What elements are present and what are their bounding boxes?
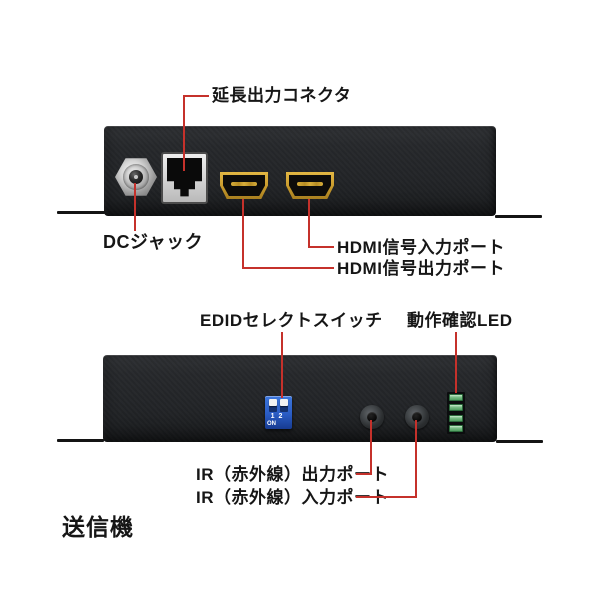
status-led-1 <box>449 394 463 401</box>
extension-leader-horizontal <box>183 95 209 97</box>
hdmi-input-label: HDMI信号入力ポート <box>337 238 505 257</box>
dip-number-2: 2 <box>278 413 287 420</box>
hdmi-output-port <box>220 172 268 199</box>
dc-jack-pin <box>134 175 138 179</box>
status-led-leader-vertical <box>455 332 457 393</box>
hdmi-input-port <box>286 172 334 199</box>
edid-switch-leader-vertical <box>281 332 283 398</box>
dc-jack-leader-vertical <box>134 183 136 231</box>
extension-leader-vertical <box>183 95 185 171</box>
ir-input-jack <box>405 405 429 429</box>
status-led-2 <box>449 404 463 412</box>
hdmi-input-tongue <box>297 182 323 186</box>
ir-output-leader-horizontal <box>356 473 372 475</box>
dip-number-1: 1 <box>270 413 279 420</box>
dip-slot-1 <box>269 399 277 412</box>
rear-right-mount-flange <box>496 440 543 443</box>
ir-output-jack-hole <box>367 412 377 422</box>
dip-on-marking: ON <box>267 421 276 427</box>
status-led-block <box>447 392 465 434</box>
hdmi-output-leader-horizontal <box>242 267 334 269</box>
dc-jack-ring <box>123 164 149 190</box>
ir-input-jack-hole <box>412 412 422 422</box>
hdmi-output-label: HDMI信号出力ポート <box>337 259 505 278</box>
ir-output-jack <box>360 405 384 429</box>
status-led-3 <box>449 414 463 422</box>
status-led-4 <box>449 424 463 432</box>
ir-input-leader-vertical <box>415 420 417 498</box>
extension-connector-label: 延長出力コネクタ <box>212 86 352 105</box>
front-panel <box>104 126 496 216</box>
dc-jack-port <box>115 158 157 196</box>
rear-panel: 12 ON <box>103 355 497 442</box>
status-led-label: 動作確認LED <box>407 311 513 330</box>
hdmi-input-leader-horizontal <box>308 246 334 248</box>
hdmi-output-leader-vertical <box>242 199 244 269</box>
ir-output-label: IR（赤外線）出力ポート <box>196 465 389 484</box>
front-left-mount-flange <box>57 211 105 214</box>
dip-slot-2 <box>280 399 288 412</box>
dc-jack-label: DCジャック <box>103 232 204 252</box>
dip-knob-1 <box>269 399 277 406</box>
hdmi-output-tongue <box>231 182 257 186</box>
edid-dip-switch: 12 ON <box>265 396 292 429</box>
ir-output-leader-vertical <box>370 420 372 475</box>
front-right-mount-flange <box>495 215 542 218</box>
transmitter-caption: 送信機 <box>62 514 134 540</box>
ir-input-label: IR（赤外線）入力ポート <box>196 488 389 507</box>
rear-left-mount-flange <box>57 439 104 442</box>
dc-jack-hole <box>129 170 143 184</box>
dip-knob-2 <box>280 399 288 406</box>
hdmi-input-leader-vertical <box>308 199 310 248</box>
dip-position-numbers: 12 <box>265 413 292 420</box>
ir-input-leader-horizontal <box>356 496 417 498</box>
edid-switch-label: EDIDセレクトスイッチ <box>200 311 383 330</box>
